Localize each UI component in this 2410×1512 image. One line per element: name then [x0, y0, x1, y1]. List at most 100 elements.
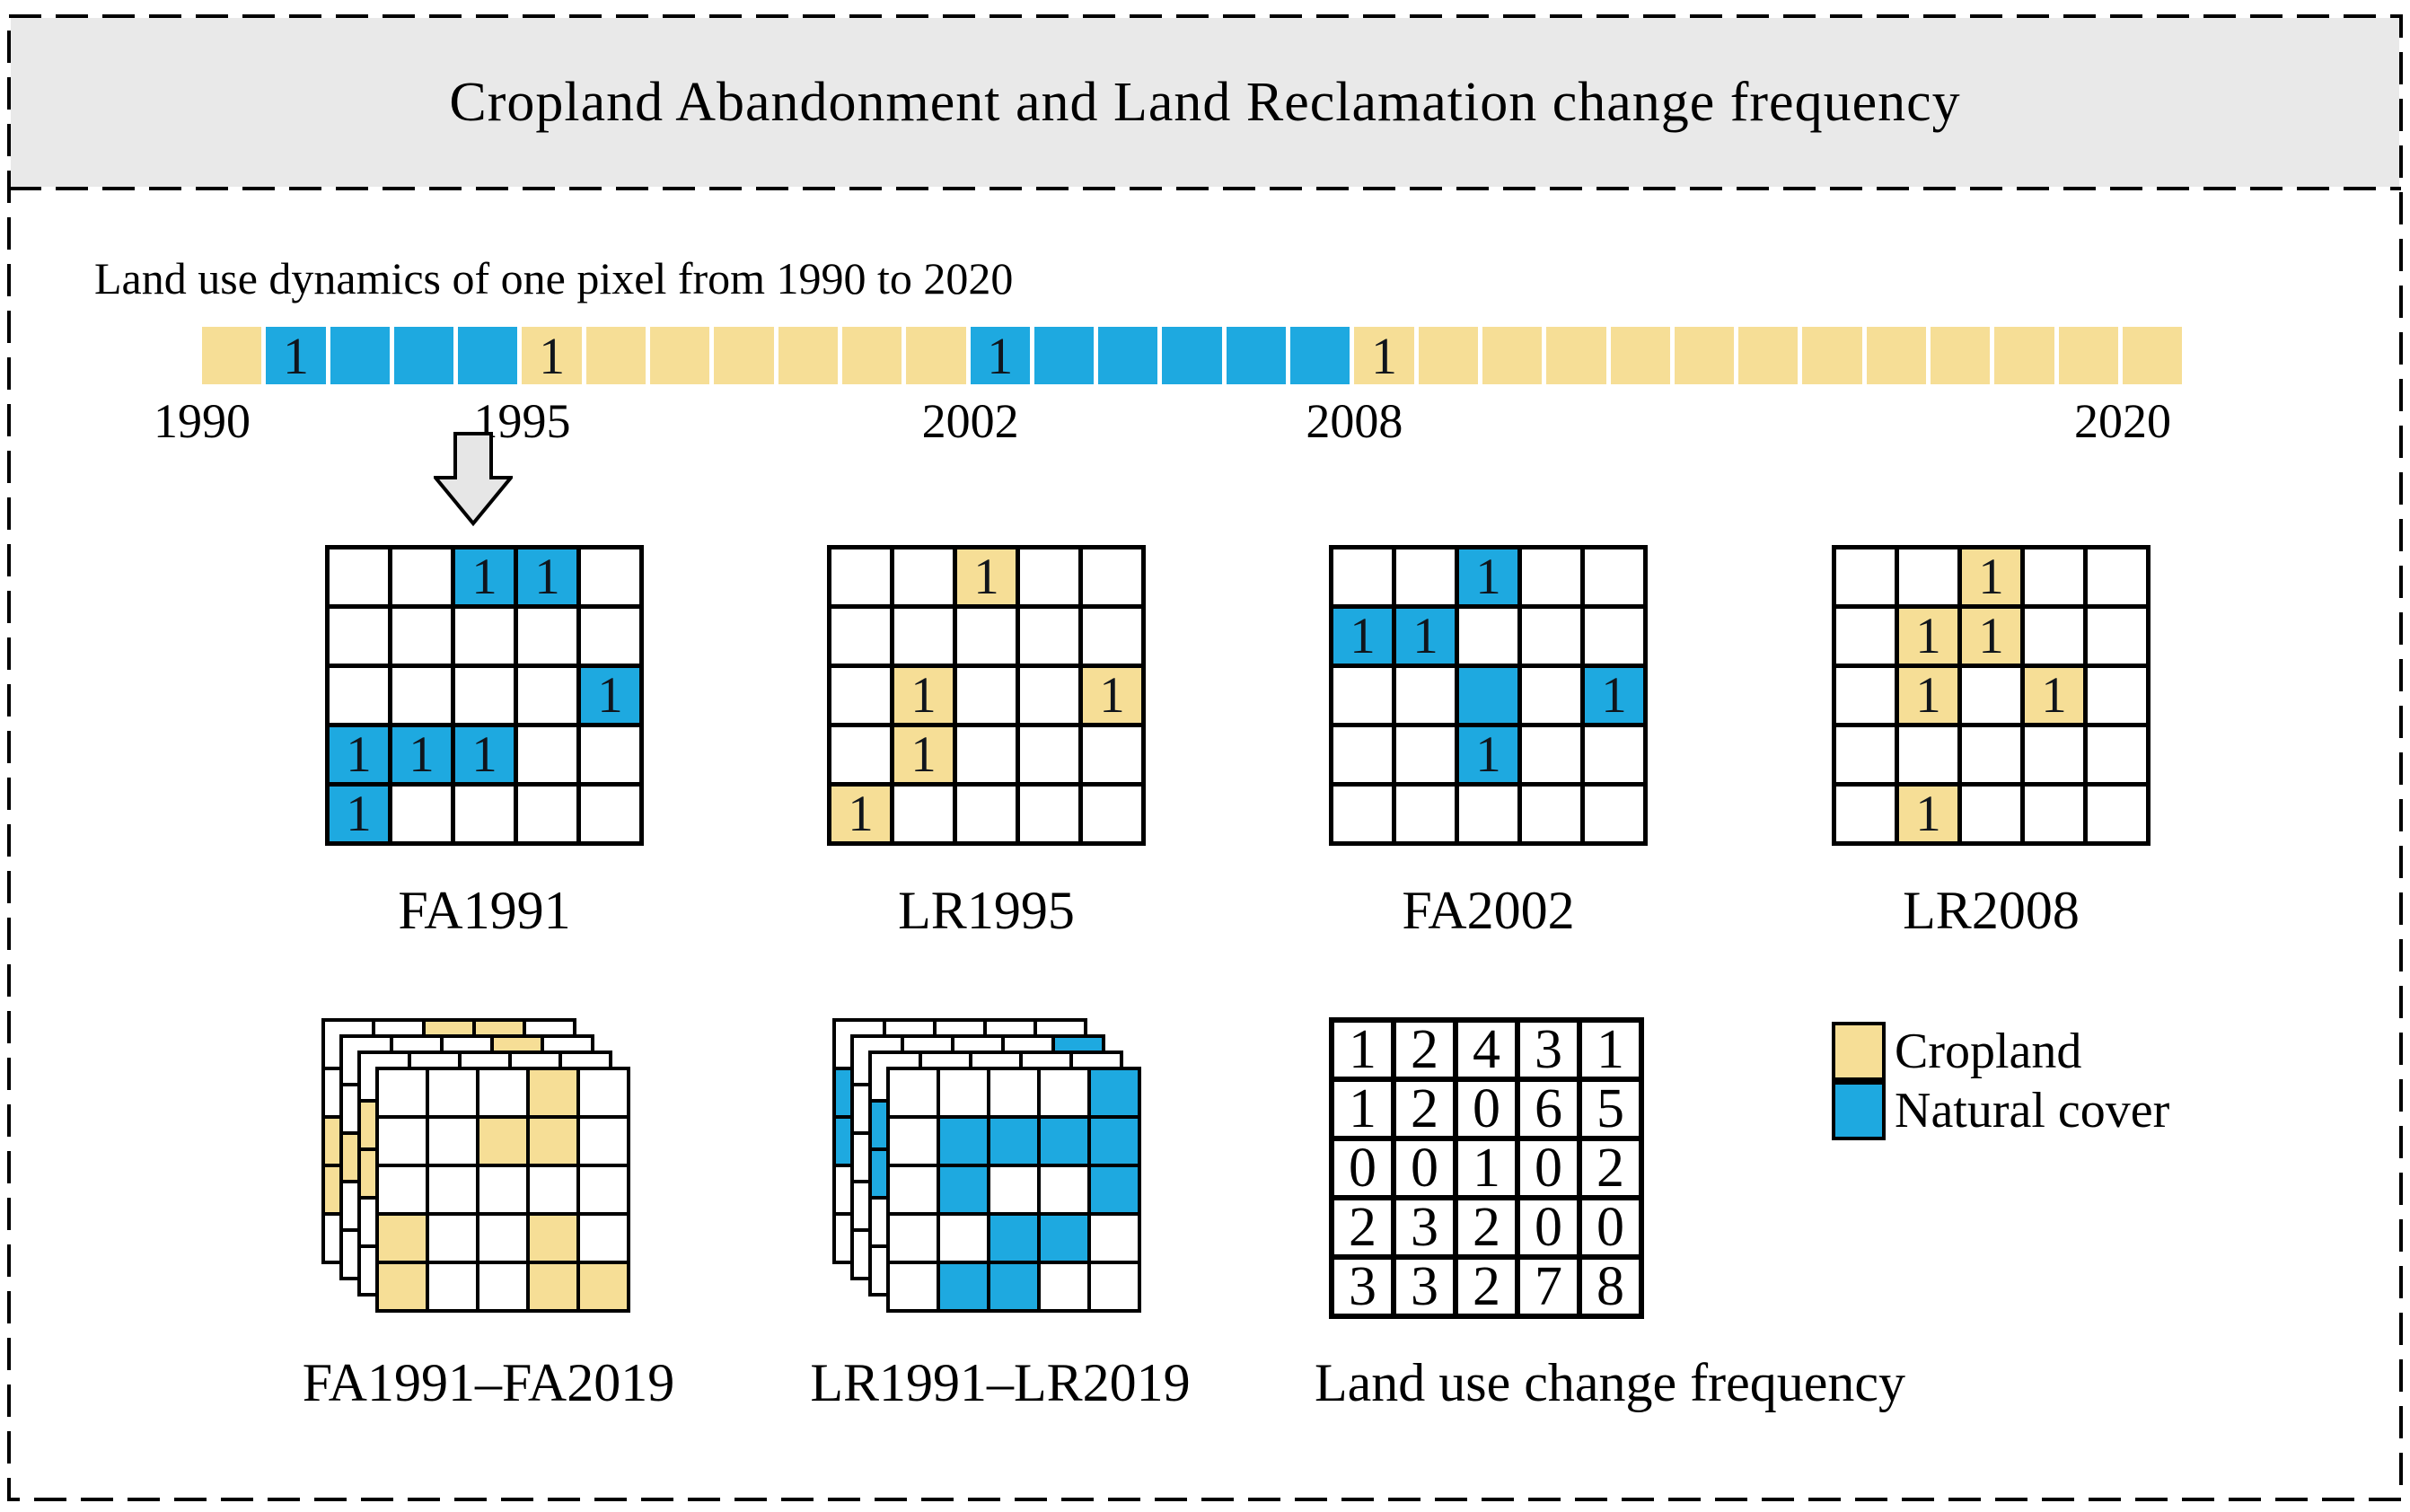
stack-cell — [890, 1070, 937, 1115]
timeline-year-cell — [1610, 327, 1670, 384]
map-cell — [518, 668, 576, 723]
stack-lr1991-lr2019 — [832, 1018, 1156, 1332]
map-cell — [1585, 609, 1643, 664]
map-cell — [831, 668, 890, 723]
stack-cell — [530, 1070, 576, 1115]
frequency-label: Land use change frequency — [1314, 1353, 1906, 1412]
stack-cell — [479, 1070, 526, 1115]
stack-cell — [530, 1264, 576, 1309]
map-cell: 1 — [1899, 667, 1957, 724]
map-cell — [1459, 609, 1517, 664]
map-cell — [1333, 549, 1392, 604]
frequency-cell: 0 — [1334, 1138, 1391, 1199]
map-cell: 1 — [1333, 608, 1392, 664]
map-cell — [957, 609, 1016, 664]
map-cell — [1836, 787, 1895, 841]
map-cell — [1083, 549, 1141, 604]
stack-cell — [429, 1216, 476, 1261]
legend-item: Natural cover — [1832, 1079, 2169, 1142]
natural-swatch — [1832, 1081, 1886, 1140]
map-cell — [392, 609, 451, 664]
map-cell — [2088, 549, 2146, 604]
map-cell — [2088, 727, 2146, 782]
stack-cell — [1091, 1264, 1138, 1309]
map-cell — [330, 609, 388, 664]
frequency-cell: 2 — [1396, 1019, 1453, 1080]
timeline-year-cell — [1931, 327, 1991, 384]
timeline-year-cell — [202, 327, 262, 384]
map-cell — [581, 787, 639, 841]
timeline-year-cell — [906, 327, 966, 384]
map-cell: 1 — [1585, 667, 1643, 724]
timeline-year-cell: 1 — [522, 327, 582, 385]
map-cell — [1962, 787, 2020, 841]
stack-cell — [1091, 1167, 1138, 1212]
timeline-year-cell — [458, 327, 518, 384]
map-cell — [1020, 609, 1078, 664]
map-cell — [1836, 668, 1895, 723]
map-cell — [957, 727, 1016, 782]
frequency-cell: 3 — [1520, 1019, 1577, 1080]
map-cell — [1020, 727, 1078, 782]
frequency-cell: 4 — [1458, 1019, 1515, 1080]
map-cell: 1 — [1899, 786, 1957, 842]
timeline-year-cell — [1546, 327, 1606, 384]
timeline-year-cell — [1674, 327, 1735, 384]
map-cell — [518, 727, 576, 782]
frequency-cell: 3 — [1396, 1256, 1453, 1317]
frequency-cell: 0 — [1458, 1078, 1515, 1139]
timeline-year-cell — [1802, 327, 1862, 384]
stack-cell — [940, 1167, 987, 1212]
stack-cell — [580, 1216, 627, 1261]
stack-cell — [890, 1264, 937, 1309]
stack-cell — [479, 1216, 526, 1261]
map-cell — [894, 609, 953, 664]
map-cell — [1836, 549, 1895, 604]
stack-cell — [479, 1119, 526, 1164]
map-cell — [1522, 668, 1580, 723]
map-cell — [1585, 787, 1643, 841]
map-cell — [1396, 668, 1455, 723]
stack-cell — [429, 1264, 476, 1309]
frequency-cell: 5 — [1582, 1078, 1639, 1139]
stack-cell — [940, 1264, 987, 1309]
stack-cell — [1091, 1119, 1138, 1164]
map-cell — [957, 787, 1016, 841]
map-cell — [2025, 727, 2083, 782]
timeline-year-cell — [1738, 327, 1799, 384]
title-bar: Cropland Abandonment and Land Reclamatio… — [11, 18, 2399, 187]
stack-cell — [379, 1167, 426, 1212]
map-cell: 1 — [455, 549, 514, 605]
stack-cell — [479, 1167, 526, 1212]
map-cell — [581, 727, 639, 782]
map-cell — [1333, 727, 1392, 782]
map-cell: 1 — [392, 726, 451, 783]
map-cell — [1083, 609, 1141, 664]
timeline-year-cell — [330, 327, 390, 384]
map-cell — [1459, 787, 1517, 841]
legend-label: Cropland — [1895, 1024, 2082, 1079]
stack-cell — [1041, 1264, 1087, 1309]
frequency-cell: 2 — [1396, 1078, 1453, 1139]
stack-cell — [940, 1119, 987, 1164]
map-cell: 1 — [831, 786, 890, 842]
stack-cell — [990, 1216, 1037, 1261]
map-cell: 1 — [518, 549, 576, 605]
frequency-cell: 1 — [1334, 1078, 1391, 1139]
map-cell — [581, 549, 639, 604]
map-cell: 1 — [1083, 667, 1141, 724]
frequency-cell: 2 — [1458, 1256, 1515, 1317]
map-cell: 1 — [330, 786, 388, 842]
map-cell — [1020, 549, 1078, 604]
frequency-cell: 2 — [1334, 1197, 1391, 1258]
stack-cell — [1041, 1119, 1087, 1164]
stack-cell — [890, 1216, 937, 1261]
map-cell: 1 — [957, 549, 1016, 605]
map-cell — [2088, 609, 2146, 664]
map-cell — [518, 787, 576, 841]
